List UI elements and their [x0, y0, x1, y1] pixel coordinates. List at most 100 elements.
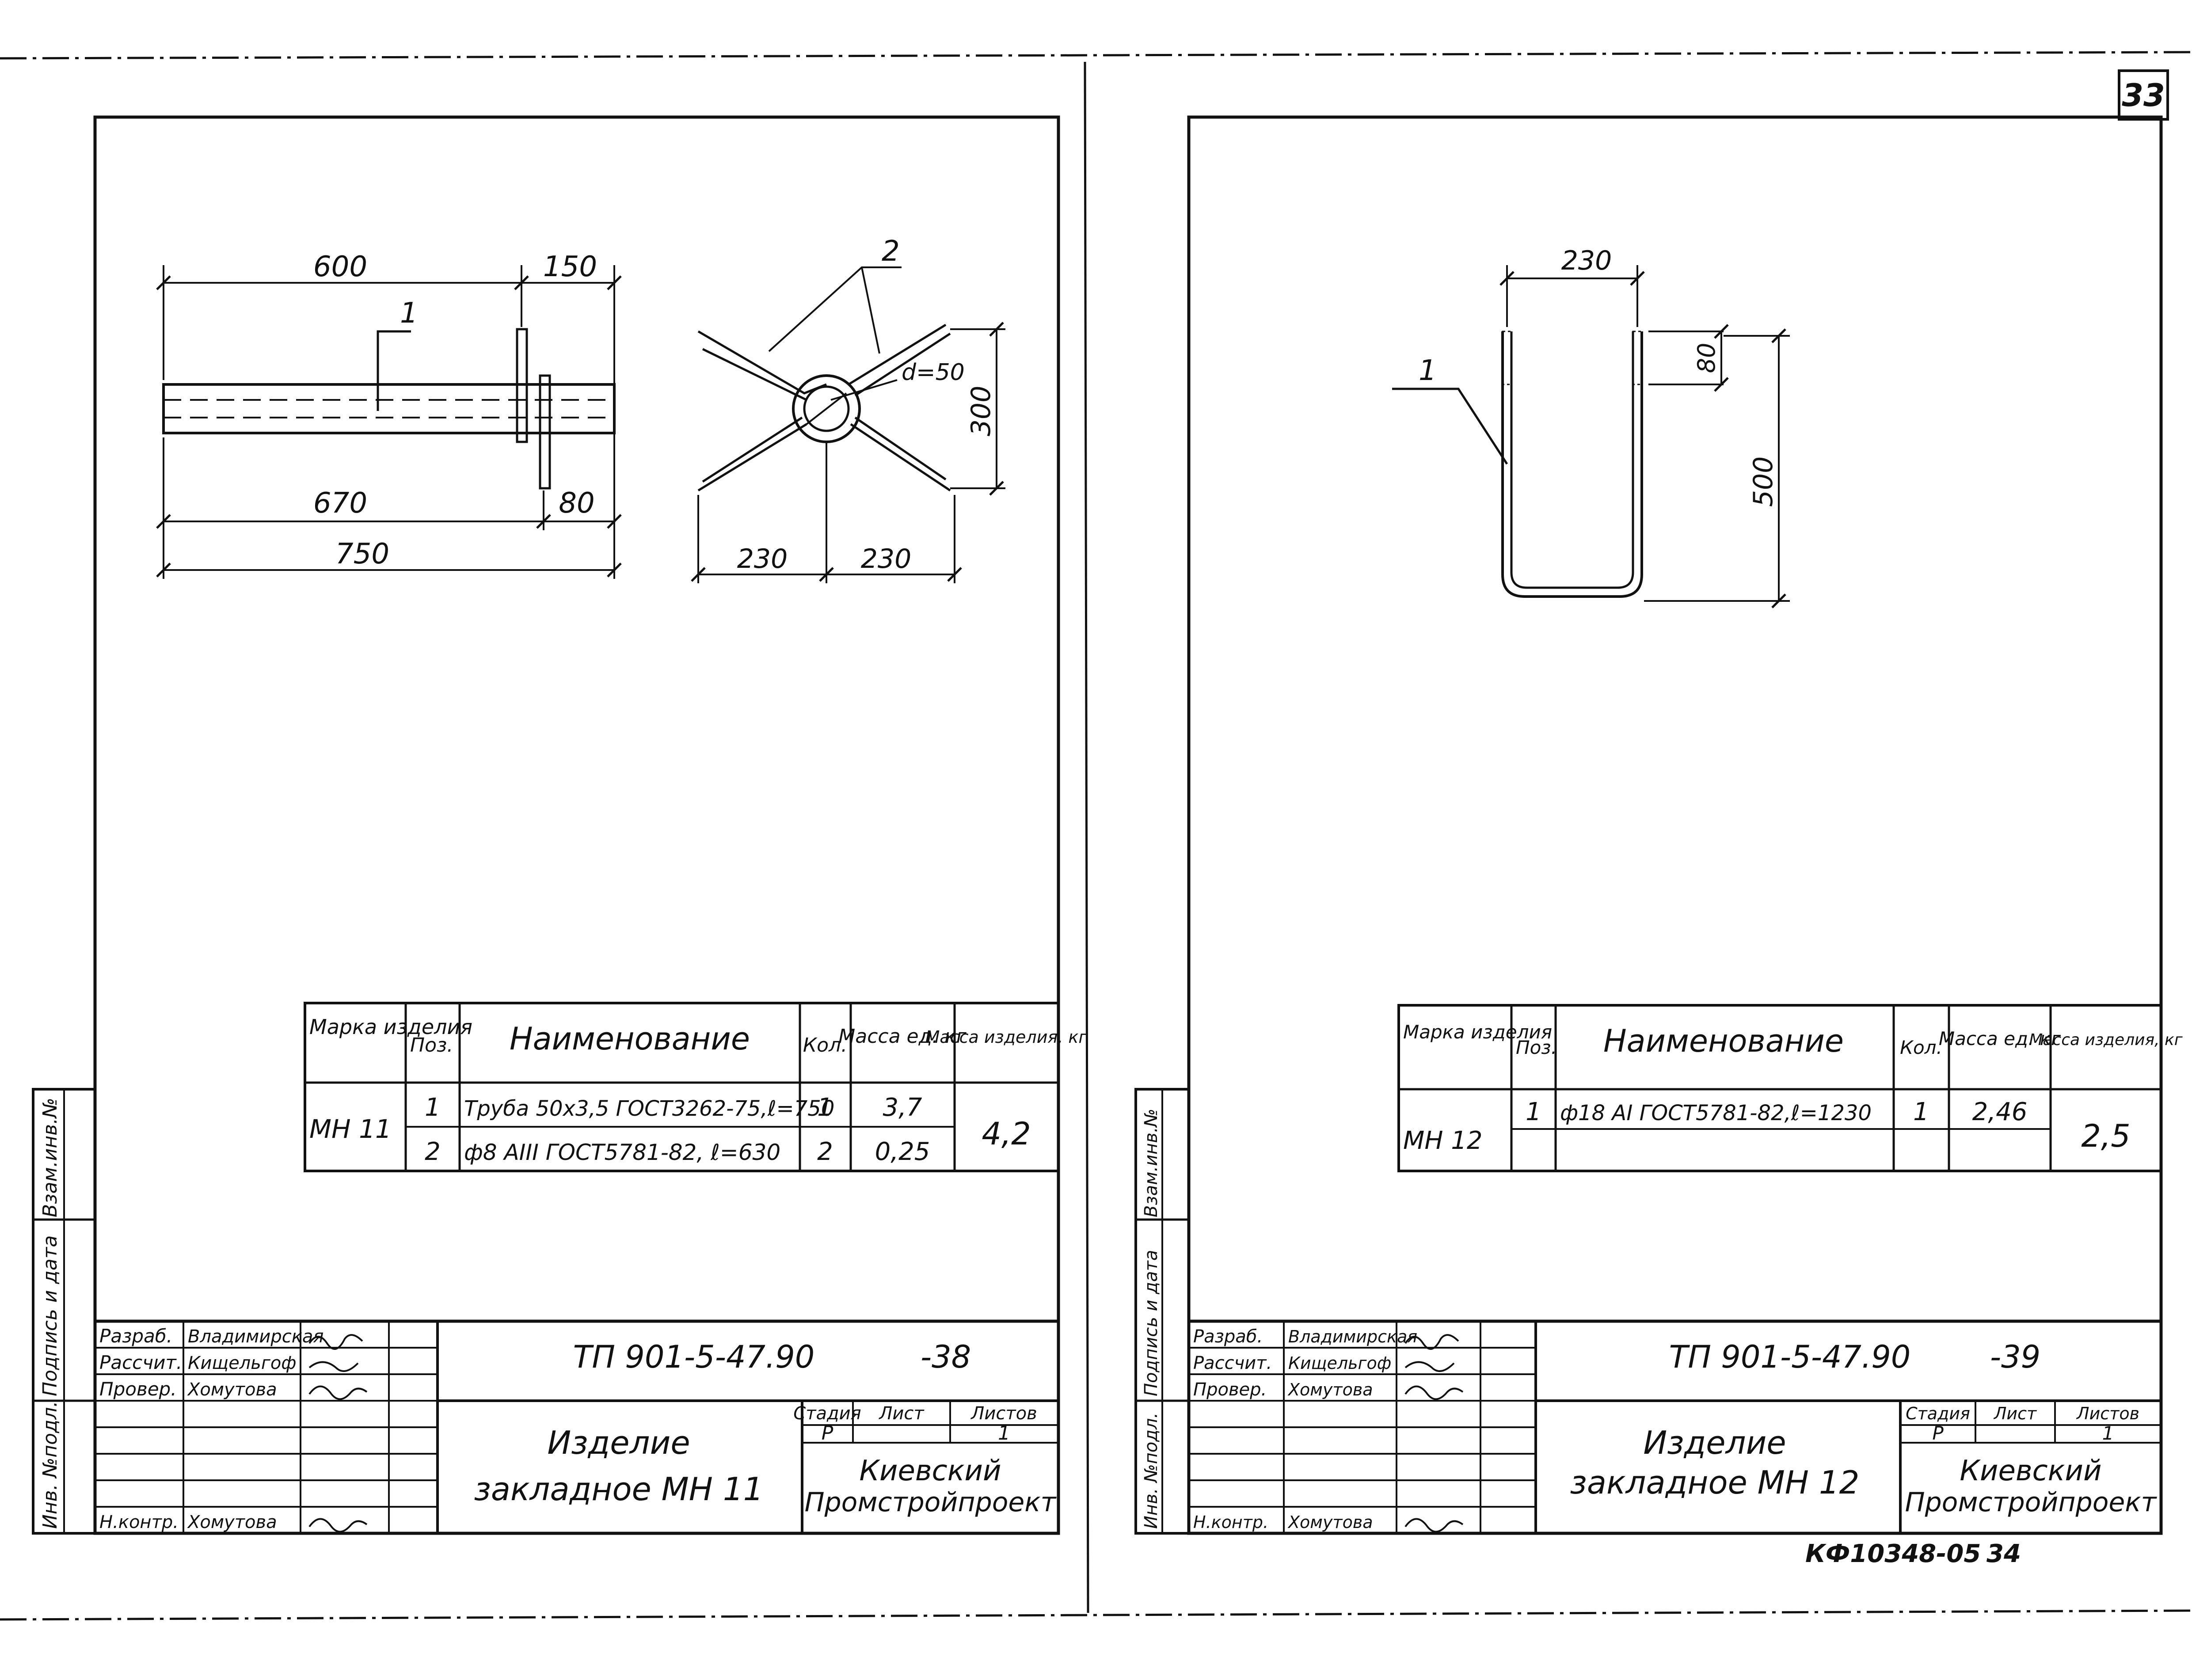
mh11-signature-2 [308, 1361, 359, 1372]
mh12-row1-mass: 2,46 [1972, 1098, 2028, 1126]
hdr-naim-right: Наименование [1603, 1023, 1844, 1059]
mh12-stadia: Р [1932, 1422, 1944, 1444]
mh11-row2-qty: 2 [817, 1137, 833, 1166]
lbl-nkontr: Н.контр. [99, 1512, 179, 1532]
sheet-border [0, 51, 2192, 1621]
hdr-kol: Кол. [803, 1034, 847, 1057]
mh12-razrab: Владимирская [1288, 1327, 1417, 1346]
mh11-title-block: Разраб. Владимирская Рассчит. Кищельгоф … [95, 1319, 1058, 1533]
lbl-razrab: Разраб. [99, 1325, 172, 1347]
mh11-row2-name: ф8 АIII ГОСТ5781-82, ℓ=630 [464, 1140, 780, 1165]
mh11-spec-table: Марка изделия Поз. Наименование Кол. Мас… [304, 1002, 1088, 1172]
lbl-nkontr-right: Н.контр. [1193, 1513, 1268, 1532]
mh11-org-1: Киевский [859, 1455, 1001, 1487]
mh12-dimensions: 230 80 500 [1499, 245, 1790, 608]
mh11-stadia: Р [822, 1422, 833, 1444]
side-label-vzam: Взам.инв.№ [39, 1098, 61, 1217]
lbl-list-right: Лист [1993, 1404, 2037, 1423]
side-label-podpis: Подпись и дата [39, 1235, 61, 1396]
mh12-org-1: Киевский [1960, 1455, 2101, 1487]
mh11-end-view: 2 d=50 [697, 235, 965, 492]
mh12-dim-80: 80 [1693, 343, 1720, 373]
mh12-signature-2 [1404, 1361, 1455, 1372]
lbl-stadia: Стадия [793, 1403, 861, 1424]
dim-230-right: 230 [861, 544, 912, 574]
mh11-mark: МН 11 [309, 1114, 392, 1144]
mh12-total-mass: 2,5 [2081, 1118, 2130, 1154]
mh11-total-mass: 4,2 [982, 1116, 1031, 1152]
dim-80: 80 [559, 487, 594, 520]
mh12-dim-230: 230 [1561, 245, 1612, 276]
mh11-row1-pos: 1 [425, 1093, 441, 1122]
hdr-marka-right: Марка изделия [1403, 1021, 1552, 1043]
mh12-dim-500: 500 [1748, 456, 1779, 507]
mh12-row1-qty: 1 [1913, 1098, 1929, 1126]
hdr-kol-right: Кол. [1900, 1037, 1942, 1058]
right-sheet: Инв. №подл. Подпись и дата Взам.инв.№ 1 … [1134, 115, 2183, 1568]
lbl-list: Лист [878, 1403, 925, 1424]
hdr-massa-ed: Масса ед. кг [838, 1025, 967, 1048]
mh12-signature-4 [1404, 1518, 1464, 1533]
hdr-massa-izd: Масса изделия, кг [925, 1027, 1088, 1047]
dim-d50: d=50 [902, 359, 965, 386]
side-label-inv: Инв. №подл. [39, 1401, 61, 1529]
hdr-massa-ed-right: Масса ед. кг [1939, 1028, 2061, 1049]
hdr-massa-izd-right: Масса изделия, кг [2029, 1031, 2183, 1049]
mh11-row1-qty: 1 [817, 1093, 833, 1122]
dim-600: 600 [313, 251, 367, 283]
mh11-rasschit: Кищельгоф [188, 1353, 297, 1373]
mh12-row1-pos: 1 [1526, 1098, 1541, 1126]
dim-750: 750 [335, 538, 389, 570]
lbl-razrab-right: Разраб. [1193, 1327, 1263, 1347]
mh12-spec-table: Марка изделия Поз. Наименование Кол. Мас… [1397, 1004, 2183, 1172]
mh11-callout-2: 2 [882, 235, 900, 268]
side-label-inv-right: Инв. №подл. [1141, 1413, 1161, 1529]
mh12-title-block: Разраб. Владимирская Рассчит. Кищельгоф … [1189, 1319, 2161, 1533]
mh12-org-2: Промстройпроект [1905, 1487, 2157, 1518]
mh11-row1-mass: 3,7 [883, 1093, 922, 1122]
mh12-u-bar: 1 [1392, 331, 1643, 598]
mh11-row1-name: Труба 50х3,5 ГОСТ3262-75,ℓ=750 [464, 1096, 834, 1121]
mh11-nkontr: Хомутова [187, 1512, 277, 1532]
left-side-strip: Инв. №подл. Подпись и дата Взам.инв.№ [32, 1088, 96, 1535]
mh12-row1-name: ф18 АI ГОСТ5781-82,ℓ=1230 [1560, 1101, 1872, 1125]
mh11-signature-4 [308, 1518, 368, 1533]
lbl-rasschit-right: Рассчит. [1193, 1353, 1272, 1373]
side-label-vzam-right: Взам.инв.№ [1141, 1109, 1161, 1217]
lbl-prover: Провер. [99, 1378, 177, 1400]
lbl-listov-right: Листов [2076, 1404, 2139, 1423]
mh11-side-dimensions: 600 150 670 80 750 [156, 251, 622, 579]
hdr-marka: Марка изделия [309, 1015, 472, 1039]
mh11-signature-3 [308, 1385, 368, 1400]
hdr-naim: Наименование [510, 1021, 750, 1057]
mh12-signature-3 [1404, 1385, 1464, 1400]
mh12-mark: МН 12 [1403, 1126, 1482, 1155]
mh12-rasschit: Кищельгоф [1288, 1353, 1391, 1373]
mh12-title-2: закладное МН 12 [1570, 1464, 1860, 1501]
dim-150: 150 [543, 251, 597, 283]
hdr-poz-right: Поз. [1516, 1037, 1557, 1058]
dim-670: 670 [313, 487, 367, 520]
mh11-razrab: Владимирская [188, 1327, 323, 1347]
left-sheet: Инв. №подл. Подпись и дата Взам.инв.№ 1 [32, 115, 1088, 1535]
dim-230-left: 230 [737, 544, 788, 574]
mh11-sheet-code: -38 [921, 1339, 971, 1375]
lbl-listov: Листов [970, 1403, 1037, 1424]
mh11-org-2: Промстройпроект [804, 1487, 1057, 1518]
mh12-list: 1 [2102, 1422, 2114, 1444]
mh11-title-1: Изделие [547, 1424, 690, 1461]
mh12-callout-1: 1 [1419, 354, 1437, 387]
lbl-rasschit: Рассчит. [99, 1352, 182, 1373]
mh12-nkontr: Хомутова [1287, 1513, 1373, 1532]
mh11-row2-pos: 2 [425, 1137, 441, 1166]
mh12-sheet-code: -39 [1990, 1339, 2040, 1375]
mh12-signature-1 [1404, 1334, 1459, 1350]
mh11-list: 1 [998, 1422, 1010, 1444]
lbl-prover-right: Провер. [1193, 1380, 1267, 1400]
mh11-end-dimensions: 230 230 300 [691, 322, 1005, 583]
mh11-prover: Хомутова [187, 1380, 277, 1400]
dim-300: 300 [966, 386, 997, 437]
mh11-title-2: закладное МН 11 [474, 1471, 764, 1508]
bottom-page: 34 [1986, 1539, 2021, 1568]
